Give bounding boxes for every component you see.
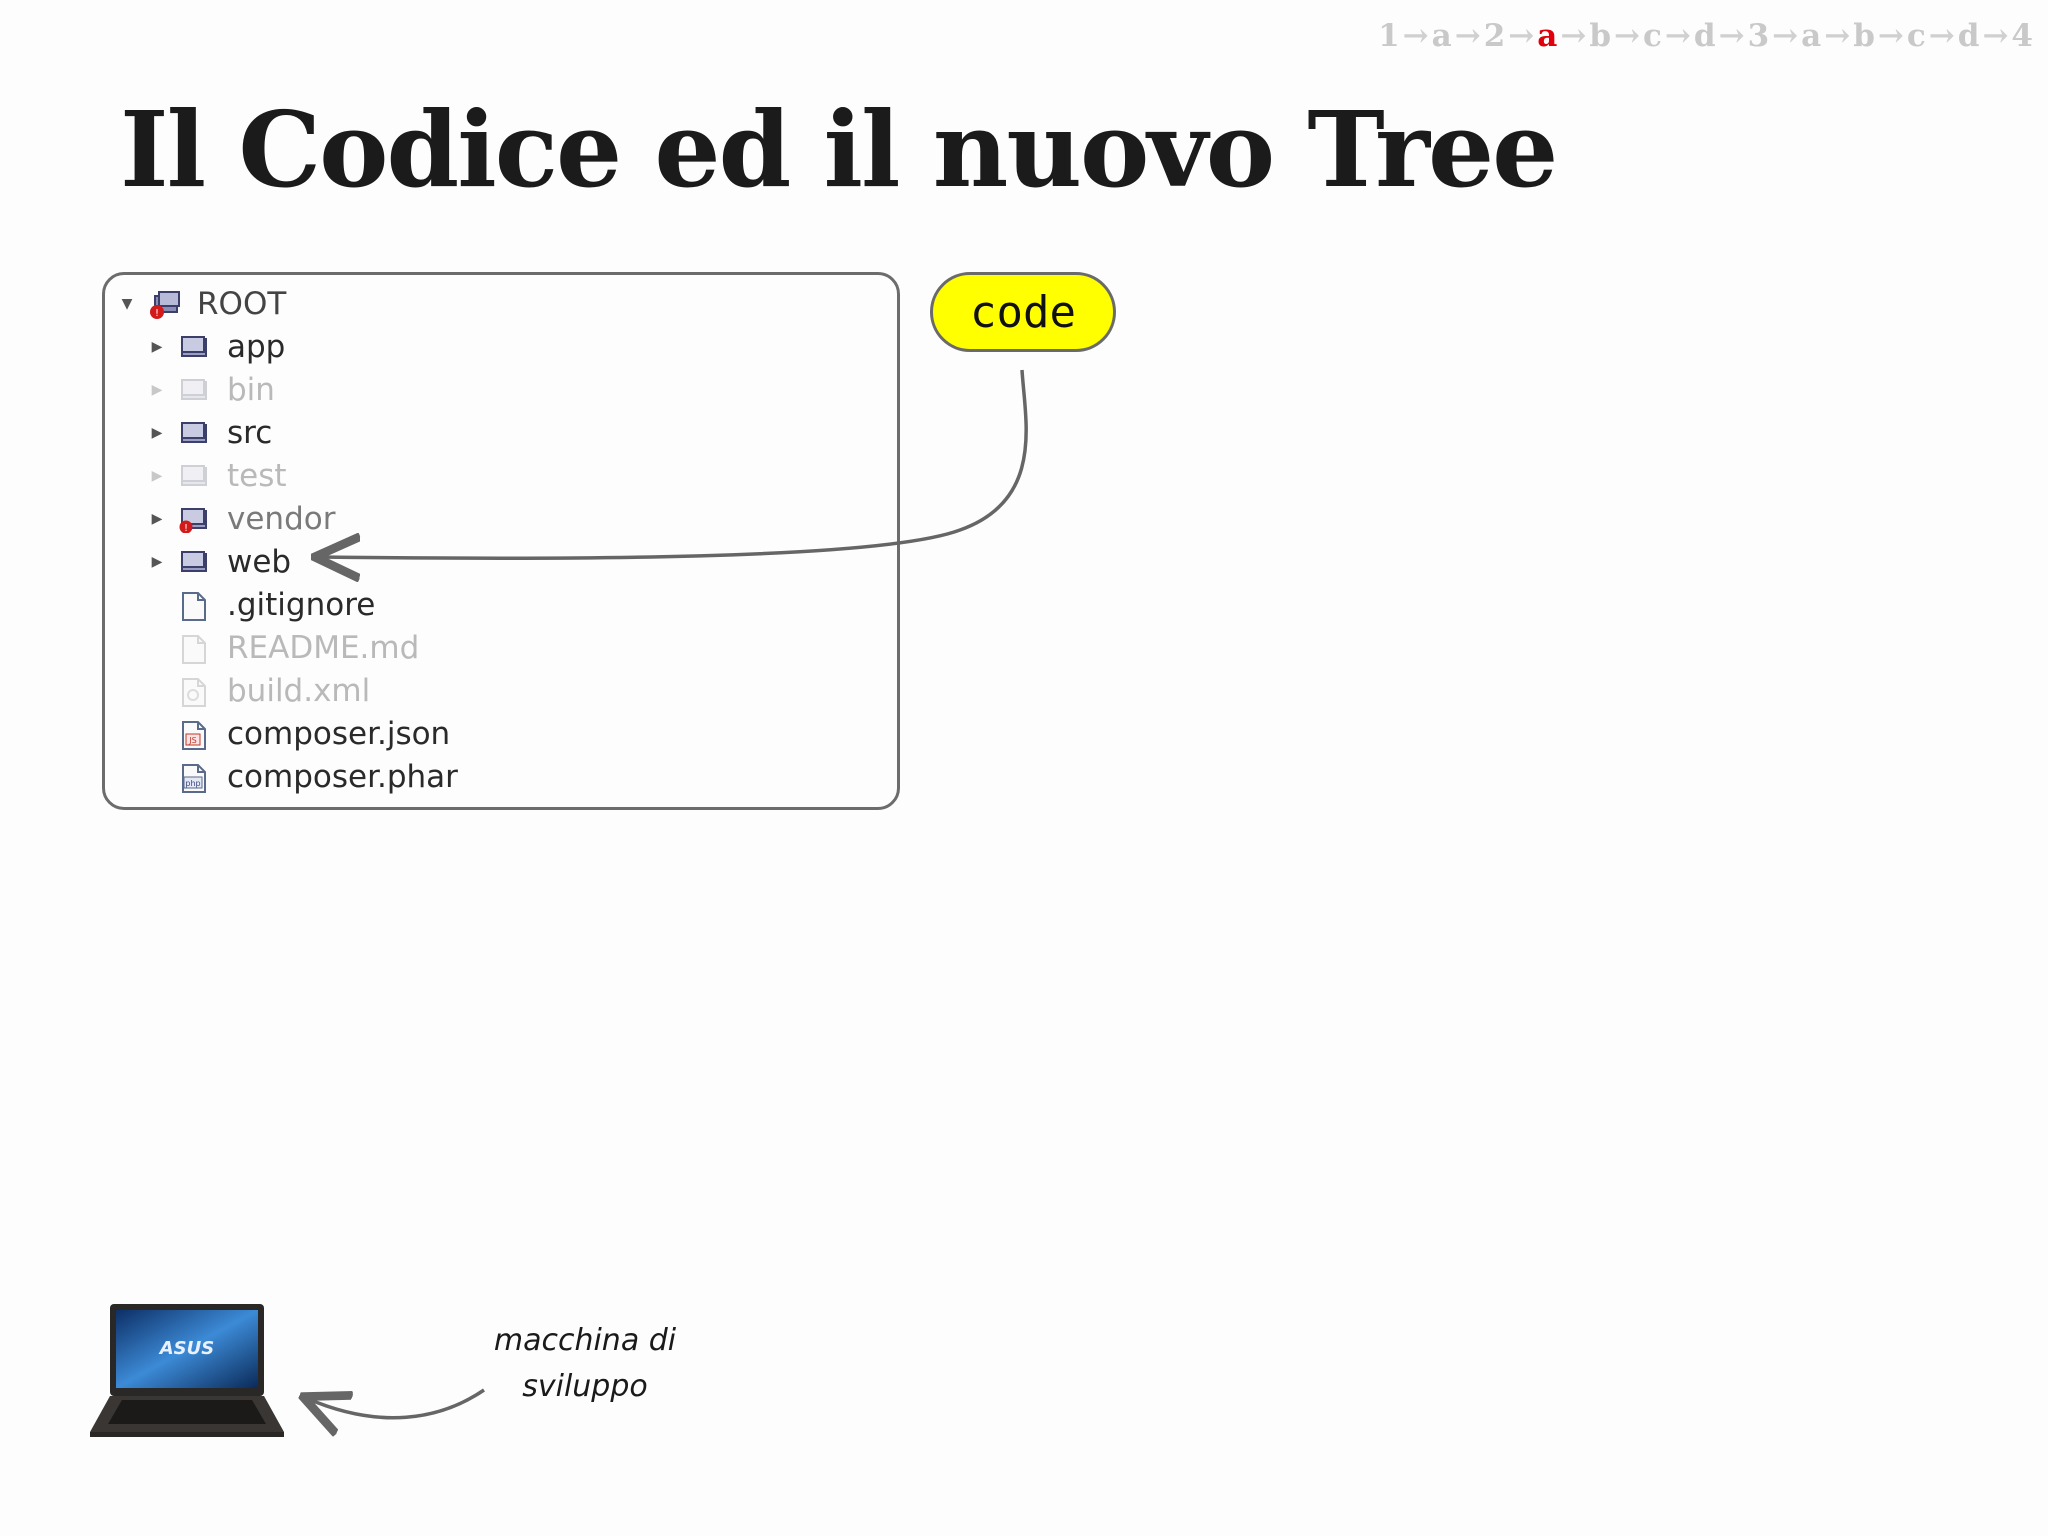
breadcrumb-step: 1 (1378, 18, 1401, 54)
folder-icon (179, 462, 209, 490)
json-file-icon: JS (179, 720, 209, 750)
svg-text:!: ! (184, 523, 188, 533)
tree-root[interactable]: ▼ ! ROOT (119, 284, 287, 324)
breadcrumb-step: b (1589, 18, 1613, 54)
laptop-image: ASUS (88, 1300, 288, 1440)
breadcrumb-separator: → (1402, 18, 1430, 54)
tree-item[interactable]: php composer.phar (149, 757, 458, 797)
code-to-web-arrow (318, 369, 1028, 558)
folder-icon (179, 548, 209, 576)
folder-icon (179, 333, 209, 361)
tree-item-label: test (227, 458, 287, 494)
file-icon (179, 591, 209, 621)
breadcrumb-step: b (1853, 18, 1876, 54)
tree-item-label: composer.phar (227, 759, 458, 795)
code-bubble: code (930, 272, 1116, 352)
svg-text:php: php (185, 779, 200, 788)
breadcrumb-step: a (1431, 18, 1453, 54)
tree-item[interactable]: ▶ src (149, 413, 273, 453)
folder-error-icon: ! (179, 505, 209, 534)
tree-item-label: vendor (227, 501, 336, 537)
svg-text:JS: JS (188, 736, 196, 745)
note-line-2: sviluppo (522, 1369, 648, 1404)
breadcrumb-step: d (1693, 18, 1717, 54)
tree-item-label: build.xml (227, 673, 371, 709)
breadcrumb-step: 4 (2011, 18, 2034, 54)
chevron-right-icon[interactable]: ▶ (151, 339, 163, 355)
tree-item-label: README.md (227, 630, 420, 666)
tree-root-label: ROOT (197, 286, 287, 322)
tree-item[interactable]: ▶ web (149, 542, 292, 582)
breadcrumb-separator: → (1928, 18, 1956, 54)
breadcrumb-separator: → (1824, 18, 1852, 54)
project-tree-panel: ▼ ! ROOT ▶ app▶ bin▶ src▶ test▶ !vendor▶… (102, 272, 900, 810)
breadcrumb-step: 2 (1483, 18, 1507, 54)
note-to-laptop-arrow (306, 1388, 485, 1418)
chevron-right-icon[interactable]: ▶ (151, 554, 163, 570)
svg-text:!: ! (155, 308, 159, 319)
breadcrumb-step: c (1906, 18, 1927, 54)
tree-item[interactable]: .gitignore (149, 585, 375, 625)
tree-item-label: .gitignore (227, 587, 376, 623)
chevron-right-icon[interactable]: ▶ (151, 511, 163, 527)
breadcrumb-separator: → (1982, 18, 2010, 54)
php-file-icon: php (179, 763, 209, 793)
note-line-1: macchina di (493, 1323, 677, 1358)
breadcrumb-step: d (1957, 18, 1981, 54)
folder-icon (179, 376, 209, 404)
annotation-note: macchina di sviluppo (480, 1318, 690, 1410)
laptop-brand: ASUS (158, 1338, 214, 1359)
tree-item[interactable]: JS composer.json (149, 714, 450, 754)
chevron-down-icon[interactable]: ▼ (121, 296, 133, 312)
tree-item[interactable]: README.md (149, 628, 419, 668)
breadcrumb-separator: → (1718, 18, 1746, 54)
breadcrumb-separator: → (1454, 18, 1482, 54)
file-icon (179, 634, 209, 664)
breadcrumb-separator: → (1508, 18, 1536, 54)
chevron-right-icon[interactable]: ▶ (151, 382, 163, 398)
tree-item[interactable]: build.xml (149, 671, 370, 711)
step-breadcrumb: 1→a→2→a→b→c→d→3→a→b→c→d→4 (1378, 18, 2034, 54)
breadcrumb-separator: → (1772, 18, 1800, 54)
breadcrumb-separator: → (1664, 18, 1692, 54)
breadcrumb-separator: → (1877, 18, 1905, 54)
page-title: Il Codice ed il nuovo Tree (120, 88, 1558, 211)
project-error-icon: ! (149, 290, 180, 319)
chevron-right-icon[interactable]: ▶ (151, 468, 163, 484)
tree-item[interactable]: ▶ bin (149, 370, 275, 410)
folder-icon (179, 419, 209, 447)
breadcrumb-step: c (1643, 18, 1663, 54)
tree-item[interactable]: ▶ ! vendor (149, 499, 336, 539)
tree-item-label: composer.json (227, 716, 451, 752)
tree-item-label: src (227, 415, 273, 451)
tree-item[interactable]: ▶ test (149, 456, 287, 496)
chevron-right-icon[interactable]: ▶ (151, 425, 163, 441)
xml-file-icon (179, 677, 209, 707)
tree-item-label: web (227, 544, 292, 580)
tree-item[interactable]: ▶ app (149, 327, 286, 367)
breadcrumb-step: a (1537, 18, 1559, 54)
tree-item-label: bin (227, 372, 275, 408)
breadcrumb-step: 3 (1747, 18, 1771, 54)
breadcrumb-separator: → (1560, 18, 1588, 54)
breadcrumb-step: a (1801, 18, 1823, 54)
tree-item-label: app (227, 329, 286, 365)
breadcrumb-separator: → (1614, 18, 1642, 54)
